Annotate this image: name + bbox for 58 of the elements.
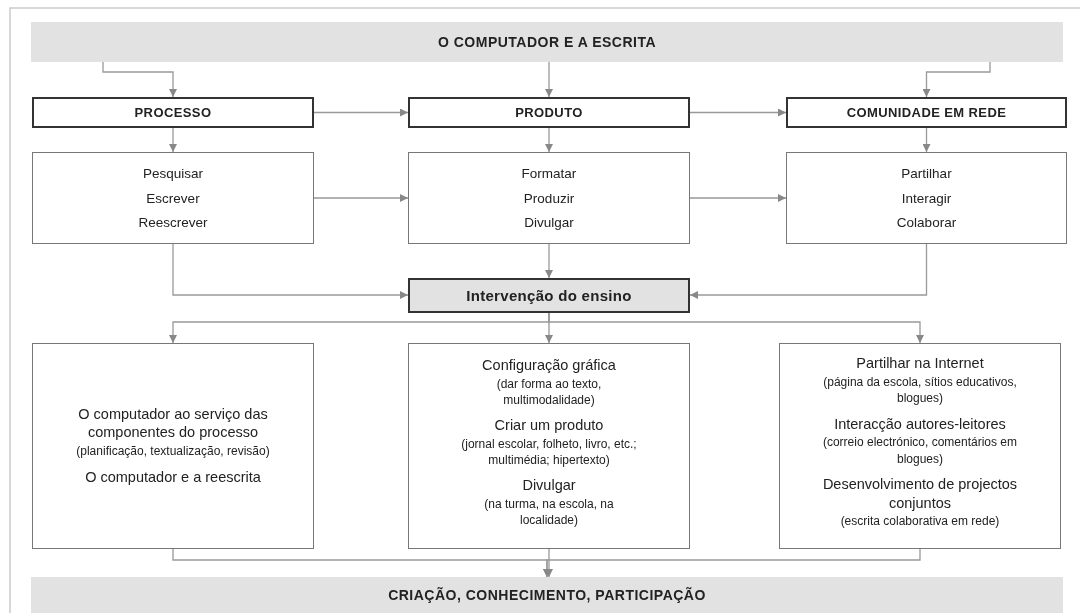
arrow [313, 194, 409, 202]
list-box [32, 152, 314, 244]
detail-text: O computador e a reescrita [85, 467, 261, 487]
arrow [313, 108, 409, 117]
arrow [545, 61, 553, 98]
category-box [32, 97, 314, 128]
detail-text: Divulgar [522, 476, 576, 495]
arrow [548, 312, 924, 344]
list-item: Interagir [901, 190, 952, 206]
detail-note: (página da escola, sítios educativos, blogues) [822, 374, 1018, 407]
detail-text: O computador ao serviço das componentes do processo [78, 404, 268, 443]
detail-note: (correio electrónico, comentários em blogues) [821, 434, 1019, 467]
banner-title: O COMPUTADOR E A ESCRITA [437, 34, 657, 50]
arrow [545, 548, 553, 578]
arrow [545, 127, 553, 153]
detail-note: (na turma, na escola, na localidade) [483, 495, 615, 529]
arrow [689, 108, 787, 117]
box-title: Intervenção do ensino [466, 287, 632, 304]
arrow [102, 61, 177, 98]
arrow [545, 243, 553, 279]
detail-note: (dar forma ao texto, multimodalidade) [495, 375, 603, 408]
detail-box [32, 343, 314, 549]
arrow [922, 127, 931, 153]
detail-note: (planificação, textualização, revisão) [76, 443, 270, 460]
box-title: COMUNIDADE EM REDE [846, 105, 1007, 120]
arrow [543, 548, 921, 578]
list-box [408, 152, 690, 244]
detail-box [779, 343, 1061, 549]
list-item: Divulgar [524, 214, 574, 230]
detail-text: Desenvolvimento de projectos conjuntos [821, 474, 1019, 513]
category-box [408, 97, 690, 128]
detail-text: Partilhar na Internet [856, 354, 984, 374]
arrow [922, 61, 991, 98]
box-title: PRODUTO [515, 105, 583, 120]
list-item: Escrever [146, 190, 200, 206]
detail-box [408, 343, 690, 549]
detail-text: Interacção autores-leitores [834, 414, 1006, 434]
list-item: Colaborar [896, 214, 957, 230]
detail-note: (jornal escolar, folheto, livro, etc.; multimédia; hipertexto) [460, 435, 638, 469]
box-title: PROCESSO [134, 105, 212, 120]
arrow [689, 194, 787, 202]
list-item: Partilhar [901, 166, 952, 182]
list-item: Formatar [521, 166, 577, 182]
list-item: Pesquisar [142, 166, 203, 182]
intervention-box [408, 278, 690, 313]
banner-title: CRIAÇÃO, CONHECIMENTO, PARTICIPAÇÃO [388, 587, 706, 603]
list-item: Reescrever [138, 214, 208, 230]
arrow [169, 127, 177, 153]
list-box [786, 152, 1067, 244]
arrow [689, 243, 928, 299]
detail-text: Configuração gráfica [482, 355, 616, 375]
arrow [172, 243, 409, 299]
list-item: Produzir [523, 190, 575, 206]
detail-text: Criar um produto [494, 415, 604, 435]
banner-box [31, 22, 1063, 62]
detail-note: (escrita colaborativa em rede) [840, 513, 1000, 530]
category-box [786, 97, 1067, 128]
banner-box [31, 577, 1063, 613]
